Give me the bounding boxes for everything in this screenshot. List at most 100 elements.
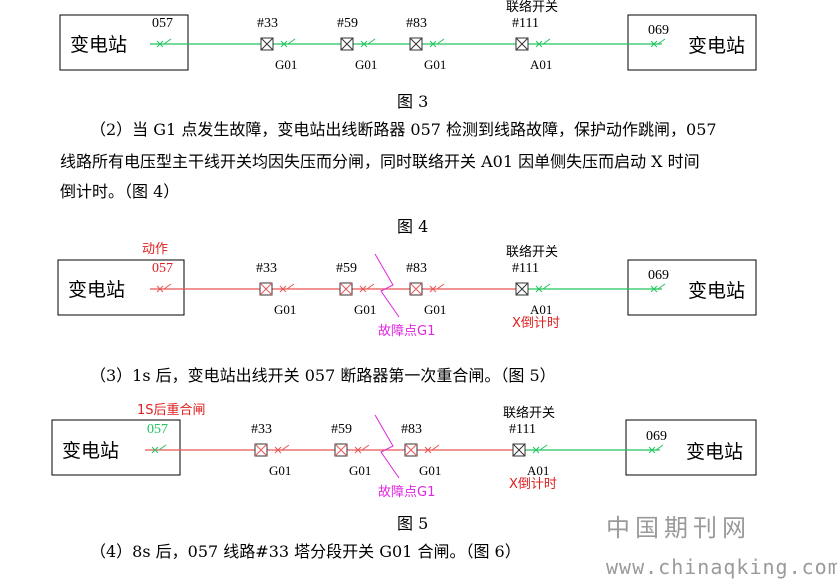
fault-lightning	[374, 253, 400, 318]
switch-contact-111-x2	[535, 285, 543, 293]
switch-contact-83-blade	[431, 444, 440, 451]
switch-contact-33-blade	[287, 38, 296, 45]
switch-contact-59-x2	[359, 285, 367, 293]
switch-contact-33-blade	[281, 444, 290, 451]
switch-contact-111-x2	[535, 40, 543, 48]
left-breaker-blade	[163, 38, 172, 45]
switch-id-59: #59	[331, 422, 352, 437]
switch-contact-33-x2	[274, 446, 282, 454]
switch-59-diag2	[340, 37, 354, 51]
left-breaker-blade	[158, 444, 167, 451]
switch-33-diag2	[259, 282, 273, 296]
switch-111-diag2	[515, 37, 529, 51]
right-breaker-blade	[657, 38, 666, 45]
switch-contact-33-x2	[280, 40, 288, 48]
figure-3-caption: 图 3	[397, 92, 429, 111]
switch-contact-59-x2	[354, 446, 362, 454]
left-station-box	[59, 14, 189, 71]
paragraph-2-line-2: 线路所有电压型主干线开关均因失压而分闸，同时联络开关 A01 因单侧失压而启动 …	[60, 152, 700, 171]
switch-sub-59: G01	[354, 302, 376, 317]
left-breaker-blade	[163, 283, 172, 290]
switch-83-diag2	[409, 37, 423, 51]
left-station-label: 变电站	[62, 440, 119, 462]
switch-contact-59-blade	[366, 283, 375, 290]
switch-contact-83-x2	[429, 40, 437, 48]
right-breaker-x2	[650, 285, 658, 293]
switch-contact-33-blade	[286, 283, 295, 290]
tie-countdown-note: X倒计时	[512, 316, 560, 331]
switch-contact-83-blade	[436, 283, 445, 290]
right-breaker-x2	[650, 40, 658, 48]
left-breaker-label: 057	[152, 16, 173, 31]
paragraph-3: （3）1s 后，变电站出线开关 057 断路器第一次重合闸。（图 5）	[90, 366, 556, 385]
paragraph-2-line-3: 倒计时。（图 4）	[60, 182, 180, 201]
breaker-action-note: 动作	[142, 242, 168, 257]
switch-id-59: #59	[336, 261, 357, 276]
right-station-label: 变电站	[688, 280, 745, 302]
right-station-box	[627, 14, 757, 71]
tie-countdown-note: X倒计时	[509, 477, 557, 492]
right-breaker-blade	[655, 444, 664, 451]
switch-contact-59-blade	[361, 444, 370, 451]
switch-id-111: #111	[509, 422, 536, 437]
switch-contact-83-x2	[424, 446, 432, 454]
fault-point-label: 故障点G1	[378, 324, 435, 339]
switch-111-diag2	[512, 443, 526, 457]
left-station-box	[51, 419, 181, 476]
switch-id-83: #83	[401, 422, 422, 437]
switch-sub-83: G01	[419, 463, 441, 478]
switch-contact-33-x2	[279, 285, 287, 293]
tie-switch-label: 联络开关	[506, 0, 558, 15]
switch-contact-83-x2	[429, 285, 437, 293]
left-breaker-x2	[156, 285, 164, 293]
switch-sub-59: G01	[355, 57, 377, 72]
breaker-action-note: 1S后重合闸	[137, 402, 206, 418]
switch-59-diag2	[334, 443, 348, 457]
right-breaker-label: 069	[648, 268, 669, 283]
switch-83-diag2	[404, 443, 418, 457]
switch-sub-111: A01	[527, 463, 549, 478]
switch-111-diag2	[515, 282, 529, 296]
fault-point-label: 故障点G1	[378, 485, 435, 500]
switch-contact-111-blade	[539, 444, 548, 451]
right-breaker-label: 069	[646, 429, 667, 444]
tie-switch-label: 联络开关	[503, 405, 555, 421]
right-station-label: 变电站	[688, 35, 745, 57]
right-breaker-x2	[648, 446, 656, 454]
switch-sub-111: A01	[530, 57, 552, 72]
paragraph-4: （4）8s 后，057 线路#33 塔分段开关 G01 合闸。（图 6）	[90, 542, 521, 561]
switch-sub-111: A01	[530, 302, 552, 317]
left-breaker-label: 057	[152, 261, 173, 276]
tie-switch-label: 联络开关	[506, 244, 558, 260]
switch-contact-83-blade	[436, 38, 445, 45]
switch-59-diag2	[339, 282, 353, 296]
switch-id-111: #111	[512, 16, 539, 31]
right-breaker-blade	[657, 283, 666, 290]
right-breaker-label: 069	[648, 23, 669, 38]
left-breaker-label: 057	[147, 422, 168, 437]
switch-sub-83: G01	[424, 57, 446, 72]
switch-contact-111-x2	[532, 446, 540, 454]
right-station-box	[625, 419, 757, 476]
switch-id-83: #83	[406, 261, 427, 276]
switch-sub-33: G01	[269, 463, 291, 478]
switch-contact-111-blade	[542, 38, 551, 45]
left-station-label: 变电站	[70, 34, 127, 56]
switch-id-83: #83	[406, 16, 427, 31]
switch-id-33: #33	[257, 16, 278, 31]
figure-5-caption: 图 5	[397, 514, 429, 533]
diagram-fig5: 变电站变电站0571S后重合闸069#33G01#59G01#83G01#111…	[51, 402, 757, 500]
switch-contact-59-x2	[360, 40, 368, 48]
switch-contact-111-blade	[542, 283, 551, 290]
watermark-title: 中国期刊网	[606, 514, 751, 542]
fault-lightning	[374, 414, 400, 479]
paragraph-2-line-1: （2）当 G1 点发生故障，变电站出线断路器 057 检测到线路故障，保护动作跳…	[90, 120, 717, 139]
switch-sub-83: G01	[424, 302, 446, 317]
switch-id-33: #33	[256, 261, 277, 276]
switch-33-diag2	[254, 443, 268, 457]
figure-4-caption: 图 4	[397, 217, 429, 236]
switch-83-diag2	[409, 282, 423, 296]
left-breaker-x2	[151, 446, 159, 454]
